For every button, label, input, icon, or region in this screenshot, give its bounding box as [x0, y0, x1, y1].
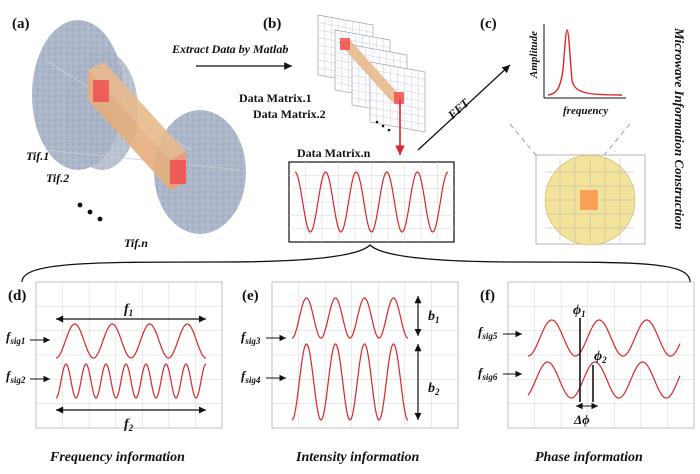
extract-arrow: Extract Data by Matlab	[171, 42, 292, 70]
signal-wave	[294, 171, 449, 233]
fsig4-label: fsig4	[241, 368, 261, 385]
caption-f: Phase information	[535, 450, 643, 465]
panel-c-label: (c)	[480, 16, 497, 32]
panel-e: (e) b1 b2 fsig3 fsig4 Intensity informat…	[241, 281, 459, 465]
tif-label-n: Tif.n	[124, 236, 148, 250]
matrix-stack	[317, 14, 426, 133]
brace	[21, 244, 691, 283]
tif-label-2: Tif.2	[46, 171, 69, 185]
wave-fsig6	[527, 361, 681, 399]
panel-f-label: (f)	[480, 288, 495, 304]
panel-b-label: (b)	[263, 16, 281, 32]
reconstruction-image	[535, 154, 646, 246]
tif-disc-n	[154, 110, 246, 234]
panel-e-label: (e)	[242, 288, 259, 304]
b1-label: b1	[428, 309, 440, 325]
fsig6-label: fsig6	[478, 365, 498, 382]
f2-label: f2	[124, 417, 134, 433]
panel-a-label: (a)	[12, 16, 30, 32]
tif-label-1: Tif.1	[26, 149, 49, 163]
panel-d: (d) f1 f2 fsig1 fsig2 Frequency informat…	[6, 281, 223, 465]
wave-fsig4	[291, 343, 409, 421]
panel-d-label: (d)	[8, 288, 26, 304]
matrix-label-n: Data Matrix.n	[297, 146, 371, 160]
target-region	[580, 190, 598, 210]
fft-label: FFT	[444, 95, 472, 122]
wave-fsig1	[55, 323, 207, 359]
extract-arrow-label: Extract Data by Matlab	[171, 42, 288, 56]
beam-core-front	[93, 80, 109, 102]
side-title: Microwave Information Construction	[672, 27, 687, 230]
delta-phi-label: Δϕ	[573, 412, 590, 427]
wave-fsig3	[291, 297, 409, 339]
ellipsis-dot	[97, 216, 103, 222]
b2-label: b2	[428, 381, 440, 397]
panel-f: (f) ϕ1 ϕ2 Δϕ fsig5 fsig6 Phase informati…	[478, 281, 695, 465]
f1-label: f1	[124, 302, 133, 318]
fft-arrow: FFT	[417, 64, 511, 151]
ellipsis-dot	[77, 202, 83, 208]
beam	[88, 62, 186, 190]
spectrum-xlabel: frequency	[563, 105, 608, 117]
panel-a: (a) Tif.1 Tif.2 Tif.n	[12, 16, 246, 250]
fsig5-label: fsig5	[478, 324, 498, 341]
spectrum-ylabel: Amplitude	[528, 31, 540, 79]
panel-b: (b) Data Matrix.1 Data Matrix.2 Data Mat…	[239, 14, 455, 243]
ellipsis-dot	[87, 209, 93, 215]
spectrum-peak	[547, 29, 623, 96]
fsig3-label: fsig3	[241, 329, 261, 346]
caption-e: Intensity information	[295, 450, 420, 465]
matrix-label-1: Data Matrix.1	[239, 91, 312, 105]
signal-grid	[289, 162, 454, 242]
caption-d: Frequency information	[49, 450, 185, 465]
matrix-label-2: Data Matrix.2	[253, 107, 326, 121]
fsig1-label: fsig1	[6, 329, 25, 346]
fsig2-label: fsig2	[6, 368, 26, 385]
wave-fsig2	[55, 363, 207, 399]
panel-c: (c) Amplitude frequency Microwave Inform…	[480, 16, 687, 246]
beam-core-back	[170, 160, 186, 184]
phi1-label: ϕ1	[573, 303, 586, 319]
wave-fsig5	[527, 319, 681, 357]
phi2-label: ϕ2	[594, 349, 607, 365]
